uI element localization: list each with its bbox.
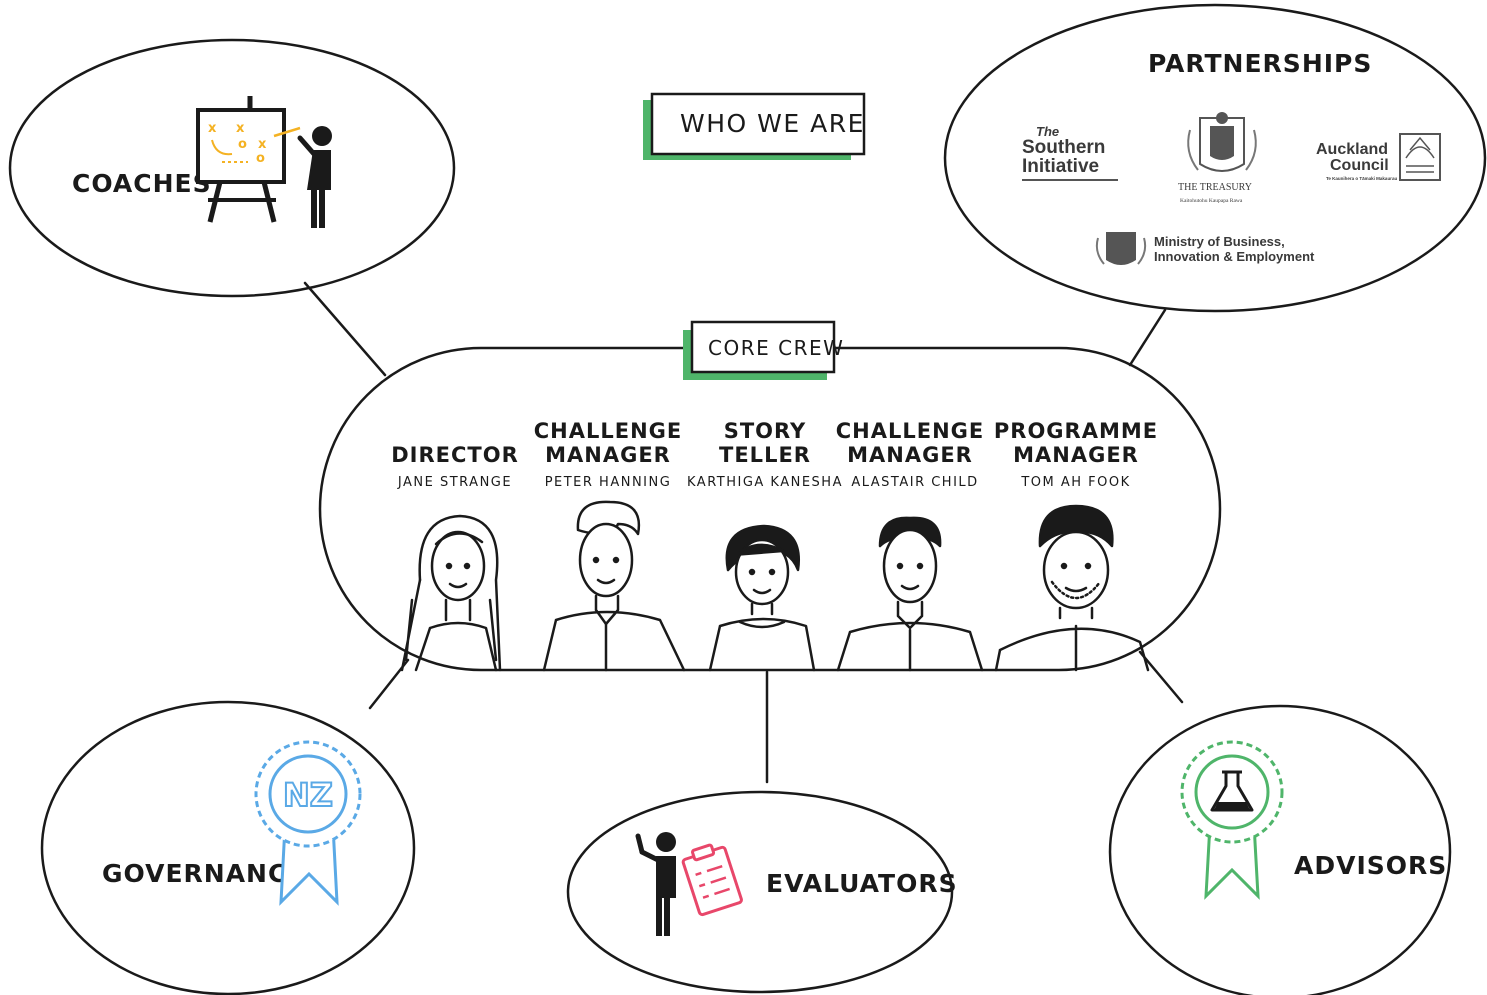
partnerships-bubble: PARTNERSHIPS The Southern Initiative THE… (943, 3, 1487, 313)
rosette-icon: NZ (254, 740, 362, 906)
svg-text:Initiative: Initiative (1022, 156, 1099, 177)
advisors-label: ADVISORS (1294, 851, 1447, 880)
svg-text:Auckland: Auckland (1316, 141, 1388, 158)
auckland-council-logo: Auckland Council Te Kaunihera o Tāmaki M… (1316, 133, 1441, 181)
governance-badge-text: NZ (283, 776, 333, 814)
evaluators-bubble: EVALUATORS (566, 790, 958, 994)
coaches-bubble: COACHES x x o x o (8, 38, 456, 298)
southern-initiative-logo: The Southern Initiative (1022, 124, 1118, 181)
page-title: WHO WE ARE (680, 109, 865, 138)
coaches-label: COACHES (72, 169, 212, 198)
crew-name: KARTHIGA KANESHA (687, 475, 843, 490)
clipboard-icon (681, 843, 743, 917)
mbie-logo: Ministry of Business, Innovation & Emplo… (1095, 232, 1315, 265)
portrait-tom (994, 504, 1150, 672)
evaluators-label: EVALUATORS (766, 869, 958, 898)
crew-role: MANAGER (545, 443, 671, 467)
advisors-bubble: ADVISORS (1108, 704, 1452, 995)
evaluator-person-icon (635, 832, 676, 936)
svg-text:o: o (238, 137, 247, 152)
crew-role: MANAGER (1013, 443, 1139, 467)
portrait-peter (542, 500, 686, 672)
svg-text:Innovation & Employment: Innovation & Employment (1154, 249, 1315, 264)
svg-text:THE TREASURY: THE TREASURY (1178, 182, 1252, 193)
crew-role: CHALLENGE (534, 419, 683, 443)
crew-role: MANAGER (847, 443, 973, 467)
crew-member: CHALLENGE MANAGER PETER HANNING (534, 419, 683, 490)
crew-member: PROGRAMME MANAGER TOM AH FOOK (994, 419, 1158, 490)
portrait-jane (400, 514, 502, 672)
crew-members: DIRECTOR JANE STRANGE CHALLENGE MANAGER … (391, 419, 1158, 490)
portrait-karthiga (708, 524, 816, 672)
svg-text:Ministry of Business,: Ministry of Business, (1154, 234, 1285, 249)
crew-name: TOM AH FOOK (1020, 475, 1130, 490)
svg-text:The: The (1036, 124, 1059, 139)
svg-text:Kaitohutohu Kaupapa Rawa: Kaitohutohu Kaupapa Rawa (1180, 198, 1243, 204)
crew-role: TELLER (719, 443, 811, 467)
crew-role: CHALLENGE (836, 419, 985, 443)
rosette-icon (1180, 740, 1284, 900)
crew-role: DIRECTOR (391, 443, 519, 467)
portrait-alastair (836, 516, 984, 672)
easel-icon: x x o x o (196, 96, 301, 223)
governance-bubble: GOVERNANCE NZ (40, 700, 416, 995)
core-crew-bubble: CORE CREW (318, 320, 1222, 672)
crew-portraits (400, 500, 1150, 672)
svg-text:Council: Council (1330, 157, 1389, 174)
partnerships-label: PARTNERSHIPS (1148, 49, 1372, 78)
svg-text:Southern: Southern (1022, 137, 1105, 158)
crew-name: PETER HANNING (545, 475, 672, 490)
crew-member: DIRECTOR JANE STRANGE (391, 443, 519, 490)
crew-member: CHALLENGE MANAGER ALASTAIR CHILD (836, 419, 985, 490)
who-we-are-title: WHO WE ARE (643, 92, 866, 160)
crew-name: ALASTAIR CHILD (851, 475, 978, 490)
svg-text:x: x (208, 121, 217, 136)
crest-icon (1187, 112, 1257, 172)
coach-person-icon (297, 126, 332, 228)
crew-member: STORY TELLER KARTHIGA KANESHA (687, 419, 843, 490)
svg-text:x: x (258, 137, 267, 152)
svg-text:o: o (256, 151, 265, 166)
governance-label: GOVERNANCE (102, 859, 305, 888)
svg-text:x: x (236, 121, 245, 136)
flask-icon (1210, 770, 1254, 812)
crew-role: STORY (724, 419, 807, 443)
crew-name: JANE STRANGE (397, 475, 512, 490)
svg-text:Te Kaunihera o Tāmaki Makaurau: Te Kaunihera o Tāmaki Makaurau (1326, 176, 1397, 181)
crew-role: PROGRAMME (994, 419, 1158, 443)
treasury-logo: THE TREASURY Kaitohutohu Kaupapa Rawa (1178, 112, 1257, 204)
core-crew-label: CORE CREW (708, 336, 844, 360)
